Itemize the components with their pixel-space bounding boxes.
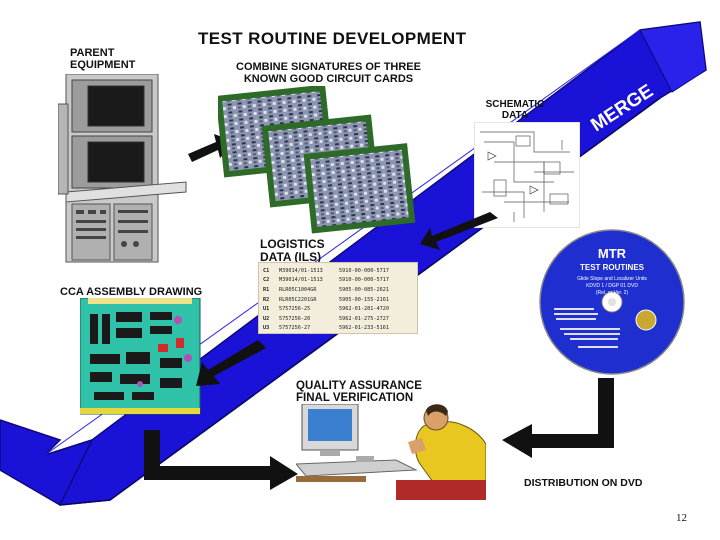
circuit-cards xyxy=(218,86,416,234)
schematic-line-2: DATA xyxy=(501,109,529,121)
qa-workstation-illustration xyxy=(296,404,486,500)
dvd-title: MTR xyxy=(598,246,627,261)
combine-signatures-label: COMBINE SIGNATURES OF THREE KNOWN GOOD C… xyxy=(236,61,421,85)
schematic-data-label: SCHEMATIC DATA xyxy=(480,99,550,121)
distribution-label: DISTRIBUTION ON DVD xyxy=(524,477,643,489)
page-title: TEST ROUTINE DEVELOPMENT xyxy=(198,29,467,48)
qa-line-1: QUALITY ASSURANCE xyxy=(296,380,422,392)
qa-line-2: FINAL VERIFICATION xyxy=(296,392,414,405)
dvd-line-3: (Rel. or Ver. 2) xyxy=(596,290,629,296)
arrow-dvd-to-qa xyxy=(502,378,614,458)
logistics-line-1: LOGISTICS xyxy=(260,237,325,251)
quality-assurance-label: QUALITY ASSURANCE FINAL VERIFICATION xyxy=(296,380,422,404)
combine-line-1: COMBINE SIGNATURES OF THREE xyxy=(236,61,421,73)
logistics-line-2: DATA (ILS) xyxy=(260,249,322,264)
cca-drawing-label: CCA ASSEMBLY DRAWING xyxy=(60,286,203,298)
schematic-illustration xyxy=(474,122,580,228)
logistics-label: LOGISTICS DATA (ILS) xyxy=(260,238,325,263)
cca-assembly-illustration xyxy=(80,298,201,415)
parent-equipment-label: PARENT EQUIPMENT xyxy=(70,47,136,71)
arrow-cca-to-qa xyxy=(144,430,298,490)
parent-equipment-line-2: EQUIPMENT xyxy=(70,58,136,71)
dvd-subtitle: TEST ROUTINES xyxy=(580,263,645,272)
dvd-line-1: Glide Slope and Localizer Units xyxy=(577,276,647,282)
dvd-line-2: KDVD 1 / DGP 01 DVD xyxy=(586,283,638,289)
page-number: 12 xyxy=(676,512,687,524)
band-fold xyxy=(639,21,707,93)
schematic-line-1: SCHEMATIC xyxy=(485,99,545,110)
arrow-schematic-to-band xyxy=(420,212,498,250)
band-tail xyxy=(0,419,94,507)
arrow-band-to-cca xyxy=(196,340,266,386)
combine-line-2: KNOWN GOOD CIRCUIT CARDS xyxy=(243,72,414,85)
parent-equipment-line-1: PARENT xyxy=(70,47,115,59)
circuit-card-3 xyxy=(303,143,416,234)
parent-equipment-illustration xyxy=(58,74,187,263)
dvd-disc-illustration: MTR TEST ROUTINES Glide Slope and Locali… xyxy=(539,229,685,375)
